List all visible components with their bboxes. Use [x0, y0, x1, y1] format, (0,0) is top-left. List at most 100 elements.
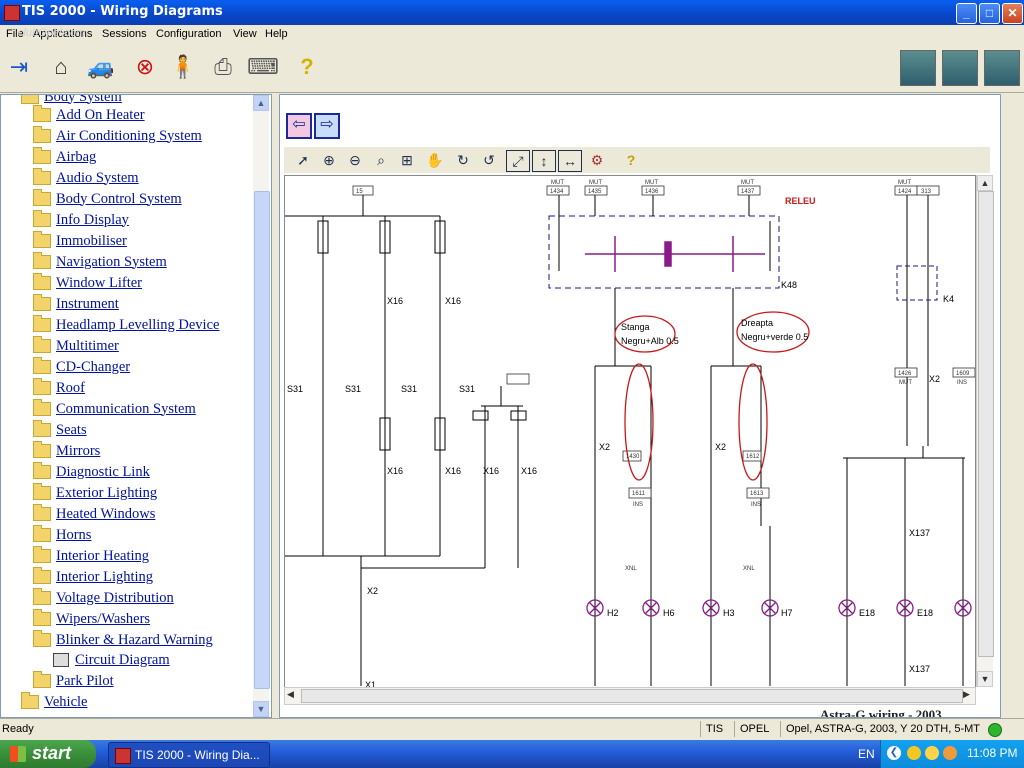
scroll-right-icon[interactable]: ▶ [963, 689, 970, 699]
minimize-button[interactable]: _ [956, 3, 977, 24]
tree-item[interactable]: Voltage Distribution [33, 588, 174, 608]
menu-help[interactable]: Help [265, 28, 288, 40]
menu-applications[interactable]: Applications [33, 28, 93, 40]
zoom-window-icon[interactable]: ⊞ [401, 152, 413, 168]
label-x137: X137 [909, 664, 930, 674]
tree-item-label: Roof [56, 379, 85, 396]
tree-item[interactable]: Headlamp Levelling Device [33, 315, 219, 335]
stop-icon[interactable]: ⊗ [135, 54, 155, 79]
tree-item[interactable]: Mirrors [33, 441, 100, 461]
zoom-out-icon[interactable]: ⊖ [349, 152, 361, 168]
diagram-vscroll-thumb[interactable] [978, 191, 994, 657]
tree-item-vehicle[interactable]: Vehicle [21, 692, 87, 712]
tree-item[interactable]: Window Lifter [33, 273, 142, 293]
tree-item[interactable]: Exterior Lighting [33, 483, 157, 503]
pointer-icon[interactable]: ➚ [297, 152, 309, 168]
tree-item-park-pilot[interactable]: Park Pilot [33, 671, 114, 691]
help-icon[interactable]: ? [300, 54, 314, 79]
close-button[interactable]: ✕ [1002, 3, 1023, 24]
maximize-button[interactable]: □ [979, 3, 1000, 24]
tree-item[interactable]: Instrument [33, 294, 119, 314]
person-icon[interactable]: 🧍 [169, 54, 197, 79]
tree-item[interactable]: Body Control System [33, 189, 182, 209]
tree-item[interactable]: Add On Heater [33, 105, 145, 125]
tree-item[interactable]: Navigation System [33, 252, 167, 272]
tree-item[interactable]: Audio System [33, 168, 139, 188]
fit-height-icon[interactable]: ↕ [532, 150, 556, 172]
keyboard-icon[interactable]: ⌨ [247, 54, 279, 79]
label-h6: H6 [663, 608, 675, 618]
status-vehicle: Opel, ASTRA-G, 2003, Y 20 DTH, 5-MT [786, 723, 980, 735]
label-mut: MUT [741, 180, 754, 186]
scroll-up-icon[interactable]: ▲ [977, 175, 993, 191]
forward-arrow-icon[interactable]: ⇨ [314, 113, 340, 139]
tray-icon[interactable] [907, 746, 921, 760]
tree-item-body-system[interactable]: Body System [21, 95, 122, 107]
home-icon[interactable]: ⌂ [54, 54, 68, 79]
messenger-icon[interactable] [925, 746, 939, 760]
rotate-cw-icon[interactable]: ↻ [457, 152, 469, 168]
print-icon[interactable]: ⎙ [214, 54, 232, 79]
folder-icon [33, 441, 51, 458]
diagram-hscroll-thumb[interactable] [301, 689, 963, 703]
fit-width-icon[interactable]: ↔ [558, 150, 582, 172]
scroll-left-icon[interactable]: ◀ [287, 689, 294, 699]
tree-item[interactable]: Wipers/Washers [33, 609, 150, 629]
tree-scrollbar[interactable]: ▲ ▼ [253, 95, 270, 717]
language-indicator[interactable]: EN [858, 747, 875, 761]
tree-item[interactable]: Seats [33, 420, 87, 440]
label-k48: K48 [781, 280, 797, 290]
menu-file[interactable]: File [6, 28, 24, 40]
scroll-thumb[interactable] [254, 191, 270, 689]
menu-view[interactable]: View [233, 28, 257, 40]
service-car-icon[interactable] [900, 50, 936, 86]
red-car-icon[interactable] [984, 50, 1020, 86]
tree-item[interactable]: Heated Windows [33, 504, 155, 524]
vehicle-icon[interactable]: 🚙 [87, 54, 115, 79]
tree-item[interactable]: Diagnostic Link [33, 462, 150, 482]
menu-sessions[interactable]: Sessions [102, 28, 147, 40]
tree-item[interactable]: Interior Heating [33, 546, 149, 566]
tree-item[interactable]: Air Conditioning System [33, 126, 202, 146]
rotate-ccw-icon[interactable]: ↺ [483, 152, 495, 168]
folder-icon [33, 588, 51, 605]
start-button[interactable]: start [0, 740, 96, 768]
wiring-diagram[interactable]: RELEU K48 K4 Stanga Negru+Alb 0.5 Dreapt… [284, 175, 976, 689]
tree-item[interactable]: Blinker & Hazard Warning [33, 630, 213, 650]
status-ok-icon [988, 723, 1002, 737]
scroll-up-icon[interactable]: ▲ [253, 95, 269, 111]
main-toolbar: ⇥ ⌂ 🚙 ⊗ 🧍 ⎙ ⌨ ? [0, 44, 1024, 93]
diagram-vscroll[interactable]: ▲ ▼ [976, 175, 994, 687]
zoom-icon[interactable]: ⌕ [377, 152, 385, 168]
label-s31: S31 [459, 384, 475, 394]
diagram-help-icon[interactable]: ? [626, 152, 636, 168]
ambulance-icon[interactable] [942, 50, 978, 86]
scroll-down-icon[interactable]: ▼ [253, 701, 269, 717]
tree-item[interactable]: Horns [33, 525, 91, 545]
tree-item[interactable]: Info Display [33, 210, 129, 230]
tree-item[interactable]: Interior Lighting [33, 567, 153, 587]
fit-all-icon[interactable]: ⤢ [506, 150, 530, 172]
exit-icon[interactable]: ⇥ [9, 54, 29, 79]
taskbar-window-button[interactable]: TIS 2000 - Wiring Dia... [108, 742, 270, 768]
tree-item-circuit-diagram[interactable]: Circuit Diagram [53, 650, 170, 670]
tree-item-label: Communication System [56, 400, 196, 417]
menu-configuration[interactable]: Configuration [156, 28, 222, 40]
tree-item[interactable]: Multitimer [33, 336, 119, 356]
status-bar: Ready TIS OPEL Opel, ASTRA-G, 2003, Y 20… [0, 718, 1024, 741]
back-icon[interactable]: ❮ [887, 746, 901, 760]
label-x16: X16 [521, 466, 537, 476]
tree-item[interactable]: CD-Changer [33, 357, 130, 377]
tree-item[interactable]: Communication System [33, 399, 196, 419]
tree-item-label: Headlamp Levelling Device [56, 316, 220, 333]
diagram-hscroll[interactable]: ◀ ▶ [284, 687, 976, 705]
scroll-down-icon[interactable]: ▼ [977, 671, 993, 687]
tree-item[interactable]: Immobiliser [33, 231, 127, 251]
tray-icon[interactable] [943, 746, 957, 760]
tree-item[interactable]: Airbag [33, 147, 96, 167]
zoom-in-icon[interactable]: ⊕ [323, 152, 335, 168]
tree-item[interactable]: Roof [33, 378, 85, 398]
pan-hand-icon[interactable]: ✋ [426, 152, 444, 168]
component-icon[interactable]: ⚙ [590, 152, 604, 168]
back-arrow-icon[interactable]: ⇦ [286, 113, 312, 139]
